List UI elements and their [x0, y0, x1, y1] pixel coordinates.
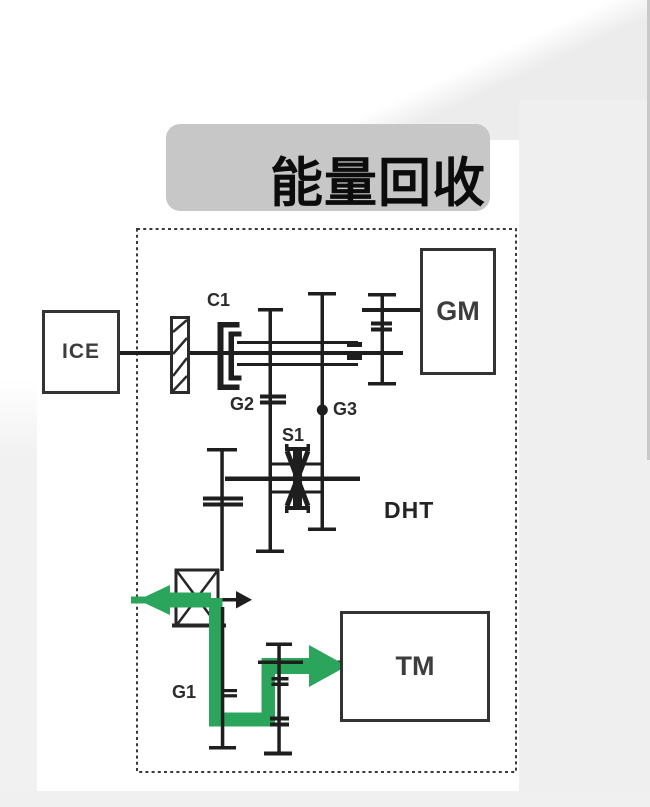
dht-unit-label: DHT: [384, 497, 435, 523]
background-shade-right: [519, 100, 650, 807]
clutch-c1-icon: [217, 322, 242, 390]
synchronizer-s1-label: S1: [282, 425, 305, 445]
input-shaft-assembly: [120, 341, 403, 366]
gm-box: GM: [420, 248, 496, 375]
ice-label: ICE: [61, 340, 100, 363]
gm-label: GM: [436, 296, 480, 326]
gear-g2-label: G2: [230, 394, 255, 414]
page-edge-line: [647, 0, 650, 460]
gear-g2-shaft: [256, 308, 286, 553]
input-shaft: [120, 351, 403, 355]
energy-flow-path: [131, 585, 347, 727]
clutch-c1-label: C1: [207, 290, 231, 310]
gear-g1-label: G1: [172, 682, 197, 702]
energy-arrow-to-tm: [309, 645, 347, 687]
gm-link-line: [362, 308, 420, 312]
gear-g1-teeth: [223, 689, 237, 693]
gear-g3-node: [316, 404, 328, 416]
synchronizer-s1-icon: [284, 444, 311, 513]
title-banner: 能量回收: [166, 124, 490, 211]
page-title: 能量回收: [270, 154, 486, 213]
damper-icon: [170, 316, 190, 394]
gear-g3-label: G3: [333, 399, 358, 419]
background-shade-bottom: [0, 791, 650, 807]
ice-box: ICE: [42, 310, 120, 394]
background-shade-left: [0, 380, 37, 807]
output-shaft-upper: [203, 448, 243, 571]
tm-label: TM: [395, 651, 435, 681]
layshaft: [225, 476, 360, 481]
tm-input-shaft: [264, 642, 292, 756]
output-shaft-lower: [209, 607, 237, 750]
dht-boundary-box: [136, 228, 517, 773]
gear-g3-shaft: [308, 292, 336, 531]
gm-shaft: [362, 293, 420, 386]
energy-arrow-left: [138, 585, 170, 615]
tm-box: TM: [340, 611, 490, 722]
